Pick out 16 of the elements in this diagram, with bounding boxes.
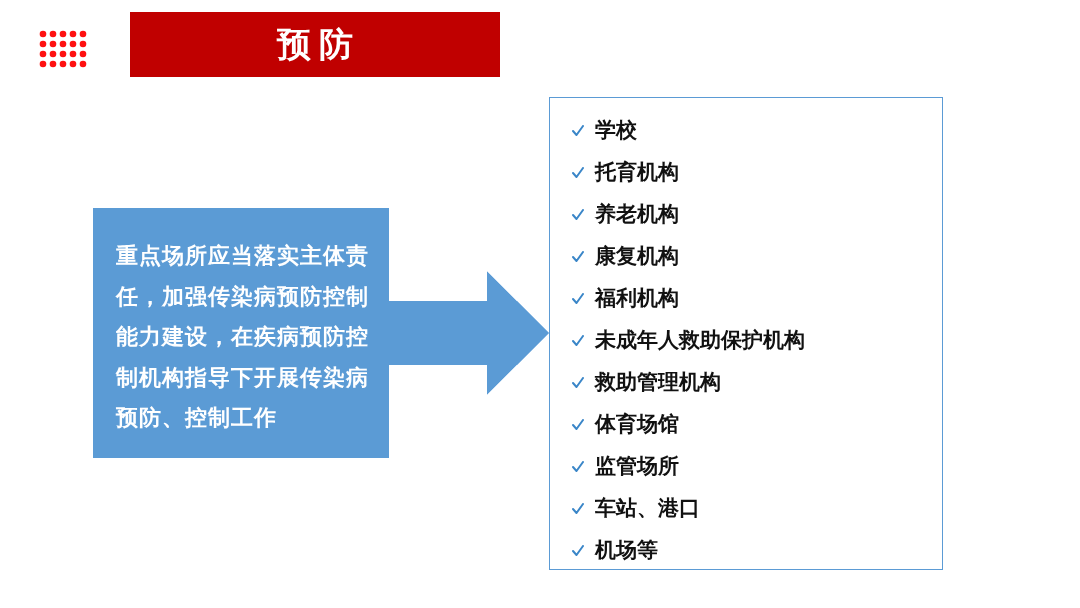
list-item: 车站、港口 — [595, 495, 700, 522]
list-item: 学校 — [595, 117, 637, 144]
list-item: 福利机构 — [595, 285, 679, 312]
title-banner: 预防 — [130, 12, 500, 77]
block-arrow — [389, 271, 549, 395]
list-item: 监管场所 — [595, 453, 679, 480]
list-item: 养老机构 — [595, 201, 679, 228]
description-text: 重点场所应当落实主体责任，加强传染病预防控制能力建设，在疾病预防控制机构指导下开展传染病预防、控制工作 — [116, 242, 370, 432]
list-item: 救助管理机构 — [595, 369, 721, 396]
list-item: 康复机构 — [595, 243, 679, 270]
list-item: 托育机构 — [595, 159, 679, 186]
list-item: 机场等 — [595, 537, 658, 564]
process-box — [93, 208, 389, 458]
list-item: 未成年人救助保护机构 — [595, 327, 805, 354]
list-item: 体育场馆 — [595, 411, 679, 438]
list-panel — [549, 97, 943, 570]
